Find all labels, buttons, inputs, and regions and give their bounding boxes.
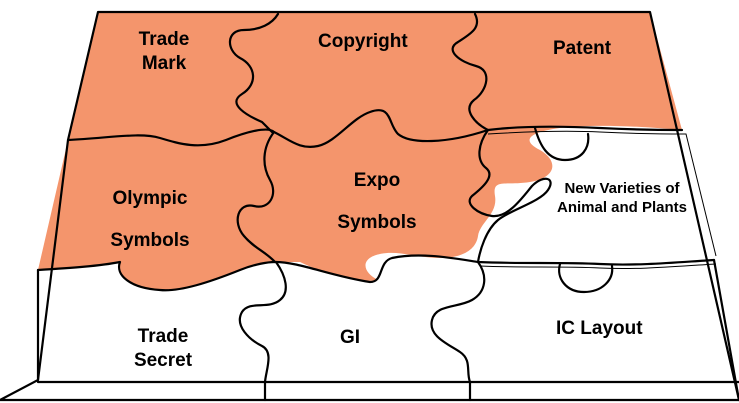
seam-patent-bump xyxy=(533,126,590,162)
piece-ic-layout-label: IC Layout xyxy=(556,318,643,339)
frame-right-edge xyxy=(712,258,739,402)
piece-trade-mark-line1: Trade xyxy=(138,29,190,50)
seam-trademark-copyright xyxy=(228,12,280,134)
piece-gi-label: GI xyxy=(340,327,361,348)
piece-patent: Patent xyxy=(553,37,611,61)
seam-gi-iclayout xyxy=(430,260,486,384)
piece-expo-line1: Expo xyxy=(353,170,401,191)
seam-row-middle-bottom xyxy=(36,254,716,292)
piece-copyright-label: Copyright xyxy=(318,31,408,52)
piece-expo-line2: Symbols xyxy=(337,211,417,233)
seam-shadow-bottom xyxy=(479,263,717,270)
piece-trade-secret-line1: Trade xyxy=(137,326,189,347)
seam-tradesecret-gi xyxy=(238,260,287,384)
piece-expo-symbols: Expo Symbols xyxy=(322,160,432,244)
piece-olympic-line2: Symbols xyxy=(110,229,190,251)
piece-olympic-line1: Olympic xyxy=(112,188,188,209)
seam-expo-newvarieties xyxy=(468,128,552,264)
piece-gi: GI xyxy=(340,326,360,350)
highlighted-pieces xyxy=(38,12,682,291)
piece-trade-mark: Trade Mark xyxy=(120,28,208,76)
seam-row-top-middle xyxy=(66,109,684,148)
piece-trade-mark-line2: Mark xyxy=(141,52,187,74)
piece-new-varieties-line1: New Varieties of xyxy=(564,180,680,197)
piece-trade-secret: Trade Secret xyxy=(108,325,218,373)
seam-shadow-right xyxy=(487,130,717,257)
piece-new-varieties-line2: Animal and Plants xyxy=(556,198,688,216)
seam-ic-bump xyxy=(558,262,614,294)
seam-olympic-expo xyxy=(236,130,277,264)
piece-ic-layout: IC Layout xyxy=(556,317,643,341)
piece-trade-secret-line2: Secret xyxy=(133,349,193,371)
piece-patent-label: Patent xyxy=(553,38,612,59)
seam-copyright-patent xyxy=(451,12,490,132)
piece-new-varieties: New Varieties of Animal and Plants xyxy=(533,180,711,218)
piece-copyright: Copyright xyxy=(318,30,408,54)
piece-olympic-symbols: Olympic Symbols xyxy=(95,178,205,262)
